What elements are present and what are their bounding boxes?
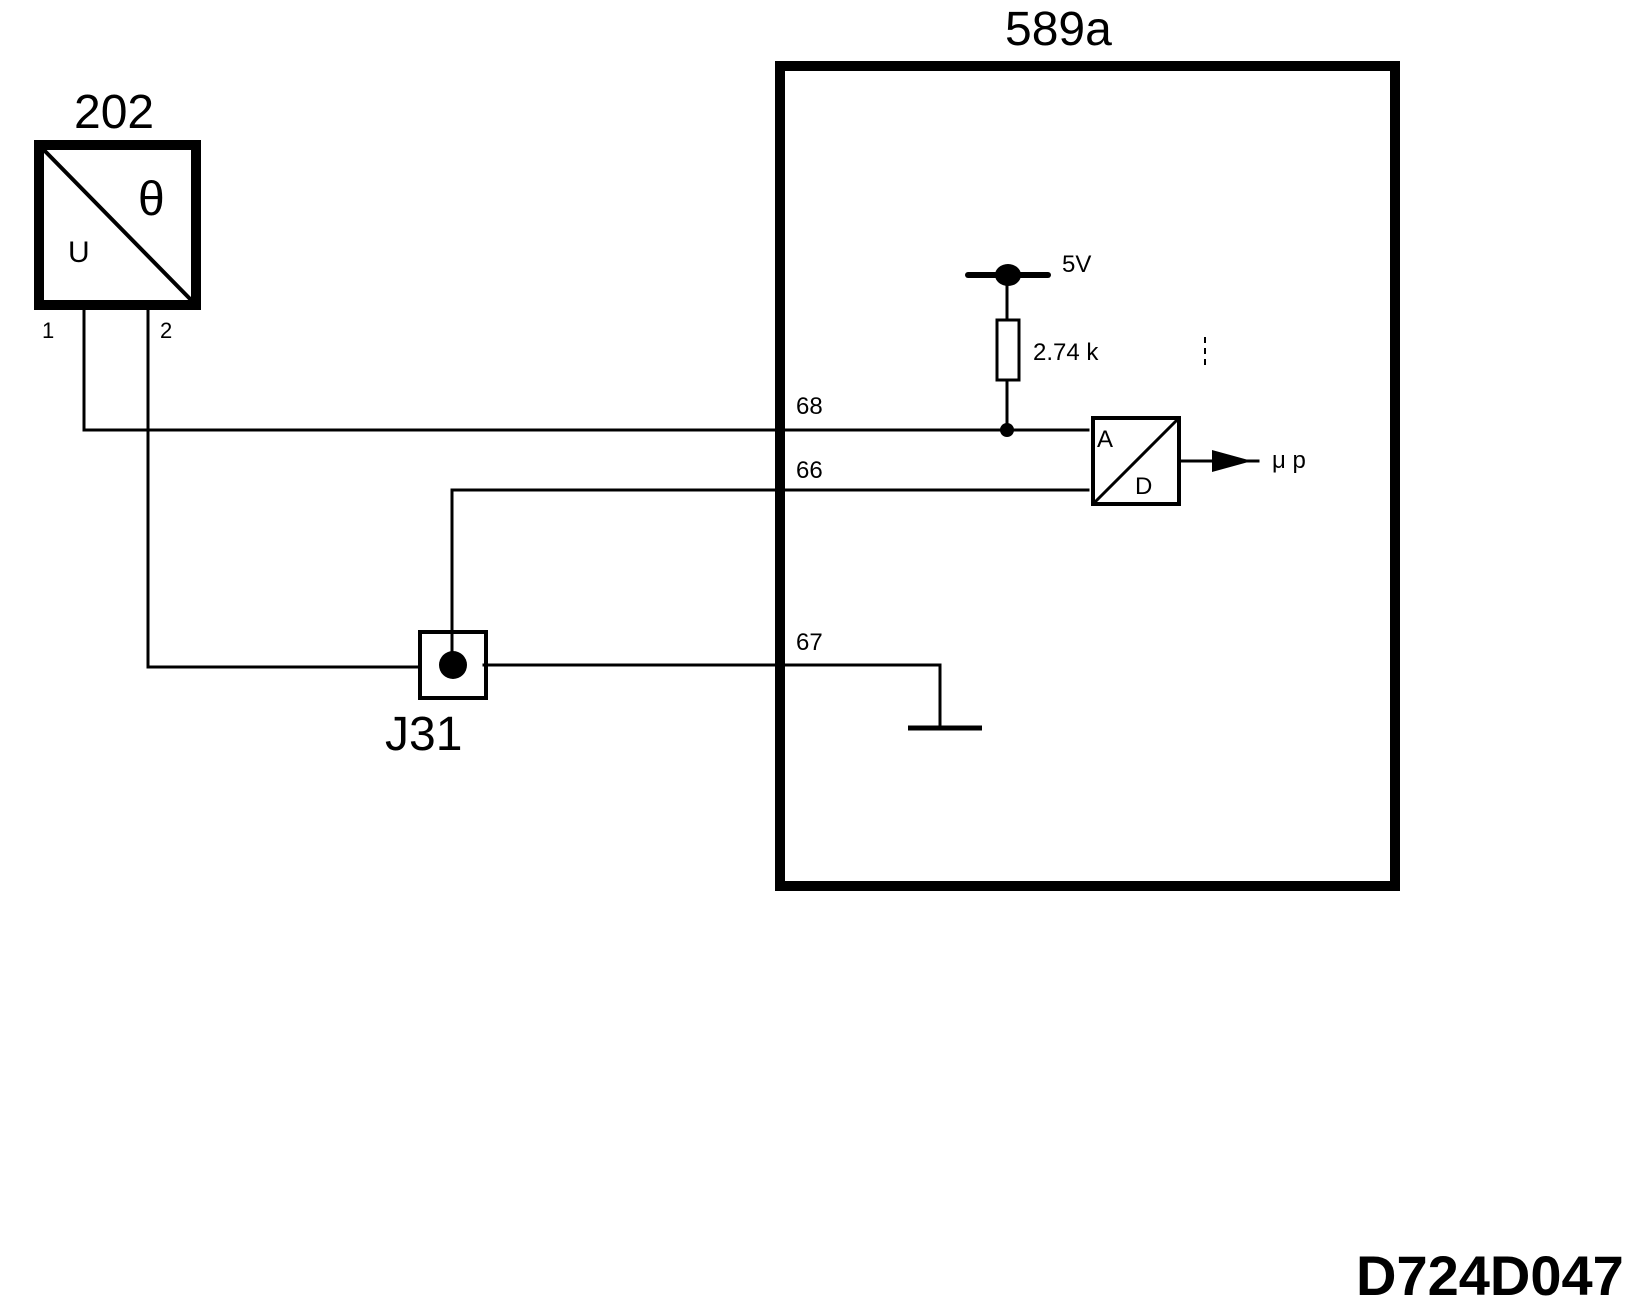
adc-diagonal: [1091, 416, 1181, 506]
junction-id-label: J31: [385, 708, 462, 761]
pin68-node-dot: [1000, 423, 1014, 437]
ecu-589a: 589a 68 66 67 5V 2.74 k A D: [775, 3, 1400, 891]
pullup-resistor: 2.74 k: [995, 318, 1099, 437]
ecu-pin-67-label: 67: [796, 629, 823, 656]
junction-dot: [439, 651, 467, 679]
output-arrowhead: [1212, 450, 1252, 472]
sensor-box: [34, 140, 201, 310]
junction-box: [418, 630, 488, 700]
sensor-202: 202 U θ 1 2: [34, 86, 201, 343]
ecu-id-label: 589a: [1005, 3, 1112, 56]
micro-output: μ p: [1177, 447, 1306, 474]
wires: [82, 303, 1090, 728]
drawing-code-label: D724D047: [1356, 1244, 1624, 1296]
sensor-pin1-label: 1: [42, 318, 54, 343]
resistor-body: [995, 318, 1021, 382]
output-label: μ p: [1272, 447, 1306, 474]
sensor-diagonal: [37, 143, 198, 307]
resistor-label: 2.74 k: [1033, 339, 1099, 366]
sensor-id-label: 202: [74, 86, 154, 139]
junction-j31: J31: [385, 630, 488, 761]
ecu-box: [775, 61, 1400, 891]
ecu-pin-68-label: 68: [796, 393, 823, 420]
wire-pin2-to-j31: [146, 303, 422, 669]
supply-5v: 5V: [965, 251, 1091, 322]
wire-j31-to-66: [450, 488, 1090, 662]
ad-converter: A D: [1091, 416, 1181, 506]
wire-pin1-to-68: [82, 303, 1090, 432]
wire-j31-to-67: [482, 663, 942, 728]
supply-label: 5V: [1062, 251, 1091, 278]
adc-label-a: A: [1097, 426, 1113, 453]
ecu-pin-66-label: 66: [796, 457, 823, 484]
sensor-symbol-u: U: [68, 236, 90, 269]
adc-label-d: D: [1135, 473, 1152, 500]
sensor-pin2-label: 2: [160, 318, 172, 343]
sensor-symbol-theta: θ: [138, 173, 165, 226]
